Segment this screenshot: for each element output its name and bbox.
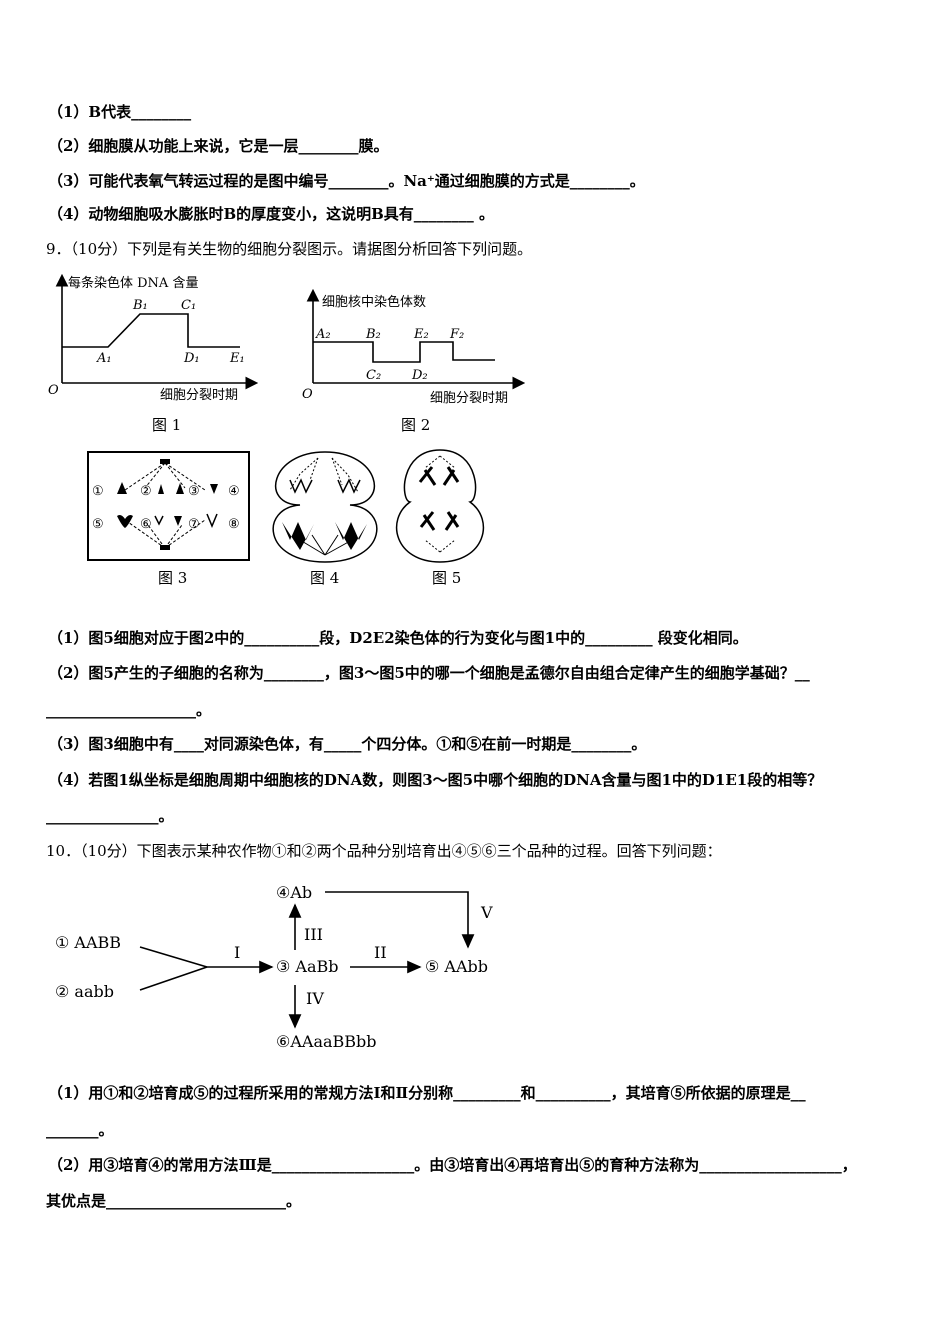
fig1-caption: 图 1	[152, 416, 181, 434]
fig2-point-d2: D₂	[411, 368, 428, 383]
figure-1-graph: 每条染色体 DNA 含量 细胞分裂时期 O A₁ B₁ C₁ D₁ E₁ 图 1	[48, 273, 259, 434]
q9-part2: （2）图5产生的子细胞的名称为________，图3～图5中的哪一个细胞是孟德尔…	[48, 664, 810, 682]
q10-part2: （2）用③培育④的常用方法Ⅲ是___________________。由③培育出…	[48, 1156, 857, 1174]
fig1-origin: O	[48, 383, 59, 398]
q10-part1-cont: _______。	[46, 1121, 114, 1139]
q9-part4-cont: _______________。	[46, 807, 174, 825]
arrow-step-5	[325, 891, 475, 949]
q9-part1: （1）图5细胞对应于图2中的__________段，D2E2染色体的行为变化与图…	[48, 629, 748, 647]
node-2: ② aabb	[55, 982, 114, 1001]
fig1-point-b1: B₁	[132, 298, 148, 313]
fig3-num-2: ②	[140, 484, 152, 499]
fig1-point-d1: D₁	[183, 351, 200, 366]
fig3-num-7: ⑦	[188, 517, 200, 532]
node-5: ⑤ AAbb	[425, 957, 488, 976]
q10-part2-cont: 其优点是________________________。	[46, 1192, 302, 1210]
fig1-point-e1: E₁	[229, 351, 245, 366]
figure-4-cell: 图 4	[272, 451, 378, 587]
figure-3-cell: ① ② ③ ④ ⑤ ⑥ ⑦ ⑧ 图 3	[87, 451, 250, 587]
q9-part2-cont: ____________________。	[46, 701, 212, 719]
step-4-label: IV	[306, 989, 324, 1008]
fig2-point-b2: B₂	[365, 327, 381, 342]
fig3-num-8: ⑧	[228, 517, 240, 532]
fig3-num-4: ④	[228, 484, 240, 499]
fig2-ylabel: 细胞核中染色体数	[322, 294, 426, 310]
fig2-point-f2: F₂	[449, 327, 464, 342]
fig1-ylabel: 每条染色体 DNA 含量	[68, 275, 198, 291]
step-3-label: III	[304, 925, 323, 944]
q9-header: 9．（10分）下列是有关生物的细胞分裂图示。请据图分析回答下列问题。	[46, 240, 533, 258]
fig1-point-c1: C₁	[181, 298, 196, 313]
fig3-caption: 图 3	[158, 569, 187, 587]
step-1-label: I	[234, 943, 240, 962]
prev-q-part2: （2）细胞膜从功能上来说，它是一层________膜。	[48, 137, 389, 155]
fig4-caption: 图 4	[310, 569, 339, 587]
fig2-point-c2: C₂	[366, 368, 381, 383]
figure-5-cell: 图 5	[395, 449, 485, 587]
fig5-caption: 图 5	[432, 569, 461, 587]
prev-q-part1: （1）B代表________	[48, 103, 192, 121]
prev-q-part3: （3）可能代表氧气转运过程的是图中编号________。Na⁺通过细胞膜的方式是…	[48, 172, 645, 190]
fig1-xlabel: 细胞分裂时期	[160, 388, 238, 403]
fig1-point-a1: A₁	[96, 351, 112, 366]
fig2-xlabel: 细胞分裂时期	[430, 391, 508, 406]
q9-figures: 每条染色体 DNA 含量 细胞分裂时期 O A₁ B₁ C₁ D₁ E₁ 图 1…	[48, 273, 526, 587]
node-3: ③ AaBb	[276, 957, 339, 976]
node-1: ① AABB	[55, 933, 121, 952]
fig2-caption: 图 2	[401, 416, 430, 434]
fig2-point-e2: E₂	[413, 327, 429, 342]
fig3-num-5: ⑤	[92, 517, 104, 532]
cross-line-2	[139, 966, 208, 991]
q9-part4: （4）若图1纵坐标是细胞周期中细胞核的DNA数，则图3～图5中哪个细胞的DNA含…	[48, 771, 823, 789]
figure-2-graph: 细胞核中染色体数 细胞分裂时期 O A₂ B₂ C₂ D₂ E₂ F₂ 图 2	[302, 288, 526, 434]
q10-part1: （1）用①和②培育成⑤的过程所采用的常规方法Ⅰ和Ⅱ分别称_________和__…	[48, 1084, 806, 1102]
fig2-origin: O	[302, 387, 313, 402]
fig3-chromosome-numbers: ① ② ③ ④ ⑤ ⑥ ⑦ ⑧	[92, 484, 240, 532]
node-4: ④Ab	[276, 883, 312, 902]
cross-line-1	[139, 946, 208, 968]
node-6: ⑥AAaaBBbb	[276, 1032, 377, 1051]
fig2-curve	[313, 341, 495, 363]
step-2-label: II	[374, 943, 387, 962]
fig3-num-6: ⑥	[140, 517, 152, 532]
prev-q-part4: （4）动物细胞吸水膨胀时B的厚度变小，这说明B具有________ 。	[48, 205, 495, 223]
fig2-point-a2: A₂	[315, 327, 331, 342]
fig3-num-3: ③	[188, 484, 200, 499]
fig1-curve	[62, 313, 240, 348]
q9-part3: （3）图3细胞中有____对同源染色体，有_____个四分体。①和⑤在前一时期是…	[48, 735, 647, 753]
fig3-num-1: ①	[92, 484, 104, 499]
step-5-label: V	[480, 903, 493, 922]
q10-header: 10．（10分）下图表示某种农作物①和②两个品种分别培育出④⑤⑥三个品种的过程。…	[46, 842, 722, 860]
